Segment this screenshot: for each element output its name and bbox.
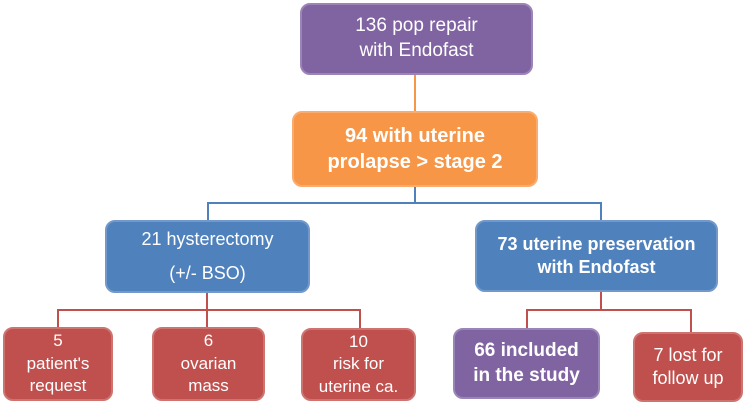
connector-drop-request (57, 309, 59, 328)
node-lost-line1: 7 lost for (653, 344, 723, 365)
node-preservation-line2: with Endofast (537, 257, 656, 277)
connector-hysterectomy-hbar (57, 309, 361, 311)
node-lost: 7 lost for follow up (633, 332, 743, 402)
node-ovarian-line2: ovarian (180, 353, 237, 373)
node-prolapse-line1: 94 with uterine (344, 125, 486, 147)
node-preservation-line1: 73 uterine preservation (497, 233, 696, 254)
node-request-line1: 5 (53, 331, 63, 351)
connector-prolapse-hbar (207, 202, 602, 204)
node-hysterectomy: 21 hysterectomy (+/- BSO) (105, 220, 310, 293)
node-risk-line3: uterine ca. (318, 376, 399, 396)
connector-drop-preservation (600, 202, 602, 221)
connector-drop-lost (690, 309, 692, 333)
node-risk-line1: 10 (349, 331, 368, 351)
node-risk: 10 risk for uterine ca. (301, 328, 416, 401)
node-prolapse-line2: prolapse > stage 2 (327, 151, 503, 173)
node-ovarian-line3: mass (188, 376, 229, 396)
node-hysterectomy-line2: (+/- BSO) (169, 263, 246, 283)
node-root-line1: 136 pop repair (355, 15, 478, 37)
node-preservation: 73 uterine preservation with Endofast (475, 220, 718, 292)
connector-drop-included (526, 309, 528, 329)
node-request-line3: request (29, 376, 87, 396)
node-included-line2: in the study (473, 364, 580, 386)
connector-drop-hysterectomy (207, 202, 209, 221)
connector-preservation-stub (600, 291, 602, 311)
connector-preservation-hbar (526, 309, 692, 311)
node-included-line1: 66 included (474, 339, 579, 361)
connector-prolapse-stub (414, 186, 416, 204)
node-lost-line2: follow up (652, 368, 724, 388)
node-included: 66 included in the study (453, 328, 600, 399)
node-request-line2: patient's (26, 353, 90, 373)
node-hysterectomy-line1: 21 hysterectomy (141, 228, 274, 249)
node-ovarian-line1: 6 (203, 331, 214, 351)
node-root-line2: with Endofast (359, 40, 474, 61)
node-root: 136 pop repair with Endofast (300, 3, 533, 75)
connector-root-prolapse (414, 75, 416, 111)
node-prolapse: 94 with uterine prolapse > stage 2 (292, 111, 538, 187)
node-ovarian: 6 ovarian mass (152, 327, 265, 401)
node-request: 5 patient's request (3, 327, 113, 401)
connector-drop-risk (359, 309, 361, 329)
node-risk-line2: risk for (333, 354, 384, 374)
